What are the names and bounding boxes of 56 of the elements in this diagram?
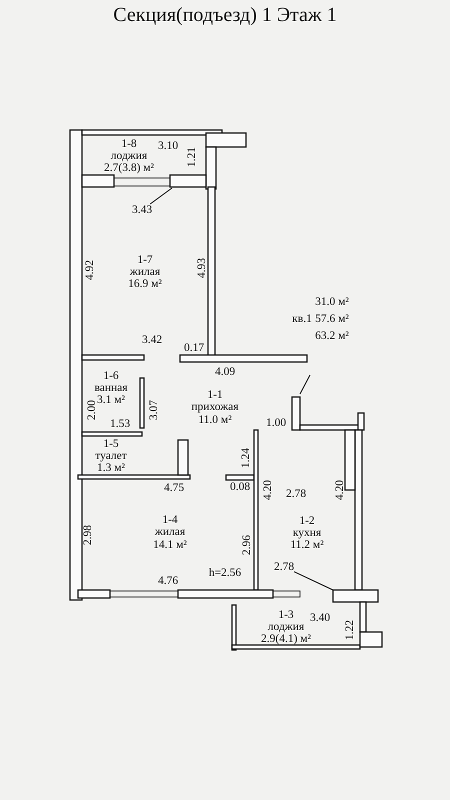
room-label: 1-3 bbox=[278, 608, 294, 621]
room-label: 11.0 м² bbox=[198, 414, 232, 426]
dimension-label: 3.43 bbox=[132, 204, 152, 216]
leader-line bbox=[294, 571, 334, 590]
dimension-label: 0.08 bbox=[230, 481, 250, 493]
leader-line bbox=[150, 188, 172, 204]
area-label: 31.0 м² bbox=[315, 296, 349, 308]
area-label: 57.6 м² bbox=[315, 313, 349, 325]
room-label: 1-7 bbox=[137, 254, 153, 266]
room-label: 1.3 м² bbox=[97, 462, 125, 474]
room-label: кухня bbox=[292, 526, 322, 540]
dimension-label: 4.20 bbox=[262, 480, 274, 500]
room-label: 2.7(3.8) м² bbox=[104, 162, 154, 174]
room-label: 1-1 bbox=[207, 389, 223, 402]
room-label: 1-8 bbox=[121, 138, 137, 150]
dimension-label: 0.17 bbox=[184, 342, 204, 354]
room-label: 14.1 м² bbox=[153, 538, 187, 551]
room-label: 2.9(4.1) м² bbox=[260, 633, 311, 646]
dimension-label: 4.75 bbox=[164, 482, 184, 494]
dimension-label: 1.21 bbox=[186, 146, 198, 168]
room-label: жилая bbox=[154, 526, 186, 539]
room-label: туалет bbox=[95, 450, 127, 462]
room-label: ванная bbox=[94, 382, 128, 394]
room-label: жилая bbox=[130, 266, 160, 278]
dimension-label: h=2.56 bbox=[208, 567, 242, 579]
room-label: 11.2 м² bbox=[290, 539, 324, 552]
dimension-label: 3.40 bbox=[310, 612, 330, 624]
dimension-label: 3.10 bbox=[158, 140, 178, 152]
room-label: лоджия bbox=[110, 150, 148, 162]
dimension-label: 2.78 bbox=[286, 488, 306, 500]
room-label: 3.1 м² bbox=[97, 394, 125, 406]
dimension-label: 1.00 bbox=[266, 417, 286, 429]
room-label: лоджия bbox=[268, 620, 304, 634]
dimension-label: 3.42 bbox=[142, 334, 162, 346]
dimension-label: 3.07 bbox=[148, 400, 160, 420]
dimension-label: 4.92 bbox=[84, 260, 96, 280]
room-label: 16.9 м² bbox=[128, 278, 162, 290]
dimension-label: 1.22 bbox=[344, 620, 356, 640]
dimension-label: 2.00 bbox=[86, 400, 98, 420]
dimension-label: 2.96 bbox=[241, 534, 253, 556]
dimension-label: 4.93 bbox=[196, 258, 208, 278]
room-label: 1-6 bbox=[103, 370, 119, 382]
dimension-label: 4.09 bbox=[214, 366, 236, 378]
plan-title: Секция(подъезд) 1 Этаж 1 bbox=[112, 4, 338, 27]
room-label: 1-4 bbox=[162, 514, 178, 526]
room-label: 1-5 bbox=[103, 438, 119, 450]
apartment-label: кв.1 bbox=[292, 313, 312, 325]
room-label: 1-2 bbox=[299, 514, 315, 527]
dimension-label: 1.24 bbox=[240, 448, 252, 468]
area-label: 63.2 м² bbox=[315, 330, 349, 342]
dimension-label: 1.53 bbox=[110, 418, 130, 430]
dimension-label: 2.98 bbox=[82, 524, 94, 546]
dimension-label: 2.78 bbox=[274, 561, 294, 573]
room-label: прихожая bbox=[191, 401, 239, 414]
dimension-label: 4.20 bbox=[334, 480, 346, 500]
dimension-label: 4.76 bbox=[158, 575, 178, 587]
